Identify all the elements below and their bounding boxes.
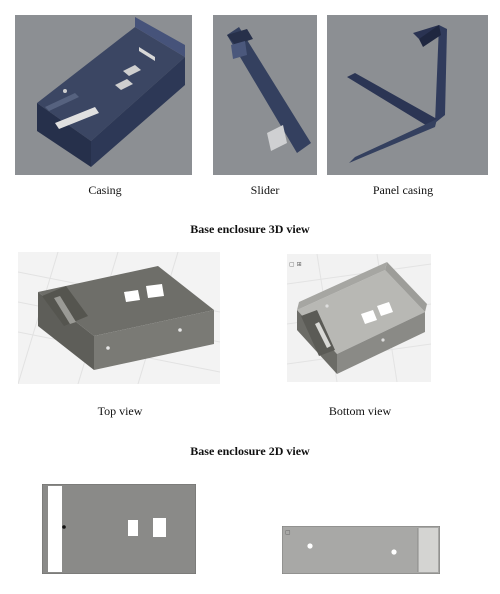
heading-2d-view: Base enclosure 2D view [190, 444, 310, 458]
caption-casing: Casing [88, 183, 122, 197]
2d-side-plate: ▢ [282, 526, 440, 574]
panel-casing-render [327, 15, 488, 175]
bottom-view-render: ▢ ⊞ [287, 254, 431, 382]
heading-3d-view: Base enclosure 3D view [190, 222, 310, 236]
caption-slider: Slider [250, 183, 280, 197]
svg-text:▢ ⊞: ▢ ⊞ [289, 261, 302, 268]
caption-bottom-view: Bottom view [328, 404, 392, 418]
caption-panel-casing: Panel casing [372, 183, 434, 197]
2d-top-plate [42, 484, 196, 574]
casing-render [15, 15, 192, 175]
top-view-render [18, 252, 220, 384]
slider-render [213, 15, 317, 175]
caption-top-view: Top view [97, 404, 143, 418]
svg-text:▢: ▢ [285, 529, 291, 536]
